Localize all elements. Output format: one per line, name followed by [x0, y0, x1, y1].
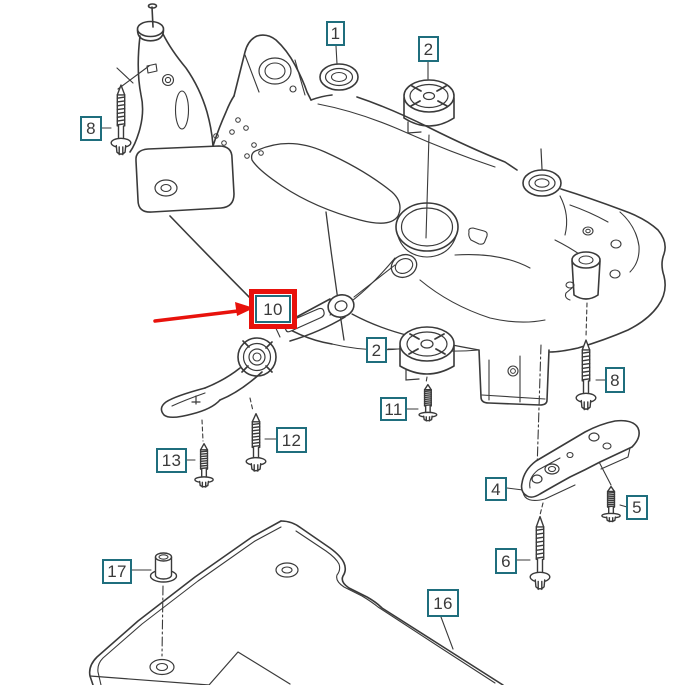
- callout-1[interactable]: 1: [326, 21, 345, 46]
- support-bracket: [520, 419, 640, 501]
- pendulum-support-arm: [160, 294, 355, 419]
- bolt-5: [601, 485, 621, 523]
- callout-16[interactable]: 16: [427, 589, 459, 617]
- callout-17[interactable]: 17: [102, 559, 132, 584]
- bolt-12: [245, 412, 267, 472]
- engine-mount-bushing-top: [403, 79, 455, 134]
- callout-6[interactable]: 6: [495, 548, 517, 574]
- callout-12[interactable]: 12: [276, 427, 307, 453]
- subframe-crossmember: [129, 3, 666, 406]
- callout-10-red-highlight: 10: [249, 289, 297, 329]
- callout-8-right[interactable]: 8: [605, 367, 625, 393]
- bolt-8-right: [575, 339, 597, 411]
- callout-4[interactable]: 4: [485, 477, 507, 501]
- bolt-11: [418, 383, 438, 422]
- bolt-13: [194, 443, 214, 488]
- callout-2-bottom[interactable]: 2: [366, 337, 387, 363]
- bolt-8-left: [110, 84, 132, 156]
- bolt-6: [529, 515, 551, 591]
- callout-10[interactable]: 10: [255, 295, 291, 323]
- cover-plate: [88, 520, 504, 685]
- callout-2-top[interactable]: 2: [418, 36, 439, 62]
- leader-lines: [101, 45, 628, 657]
- callout-13[interactable]: 13: [156, 448, 187, 473]
- callout-8-left[interactable]: 8: [80, 116, 102, 141]
- callout-11[interactable]: 11: [380, 397, 407, 421]
- engine-mount-bushing-bottom: [399, 326, 455, 381]
- highlight-arrow: [153, 302, 254, 323]
- callout-5[interactable]: 5: [626, 495, 648, 520]
- spacer-sleeve: [149, 552, 178, 583]
